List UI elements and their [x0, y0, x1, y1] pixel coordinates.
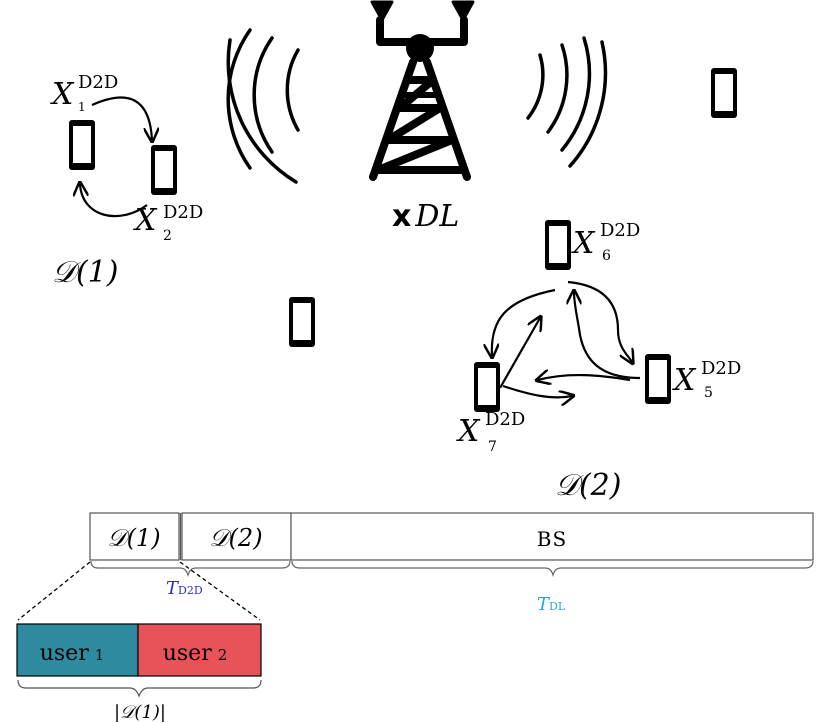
cluster-label-d1: 𝒟(1) — [52, 255, 118, 290]
label-x7: X D2D 7 — [456, 409, 525, 455]
phone-icon-x2 — [151, 145, 177, 195]
frame-slot-d2 — [181, 512, 292, 561]
frame-slot-d1-label: 𝒟(1) — [107, 524, 160, 552]
t-dl-label: TDL — [537, 594, 566, 615]
phone-icon-x6 — [545, 220, 571, 270]
phone-icon-x5 — [645, 354, 671, 404]
frame-slot-bs — [290, 512, 814, 561]
svg-text:D2D: D2D — [701, 358, 741, 379]
frame-slot-d1 — [89, 512, 180, 561]
svg-text:D2D: D2D — [78, 72, 118, 93]
svg-text:X: X — [50, 77, 75, 112]
frame-slot-bs-label: BS — [537, 527, 567, 551]
base-station-tower-icon — [369, 0, 475, 181]
t-d2d-label: TD2D — [166, 578, 203, 599]
subframe-slot-user2 — [137, 623, 262, 677]
frame-slot-d2-label: 𝒟(2) — [209, 524, 262, 552]
svg-text:X: X — [571, 226, 596, 261]
svg-text:7: 7 — [488, 439, 497, 455]
brace-t-d2d — [90, 560, 291, 578]
svg-text:6: 6 — [602, 248, 611, 264]
subframe-brace-label: |𝒟(1)| — [114, 702, 166, 723]
svg-text:D2D: D2D — [485, 409, 525, 430]
svg-text:5: 5 — [704, 385, 713, 401]
svg-text:X: X — [456, 414, 481, 449]
phone-icon-standalone-center — [289, 297, 315, 347]
phone-icon-standalone-top-right — [711, 68, 737, 118]
phone-icon-x7 — [474, 362, 500, 412]
signal-waves-left-icon — [226, 28, 300, 184]
svg-text:D2D: D2D — [600, 220, 640, 241]
label-x2: X D2D 2 — [133, 202, 203, 244]
d2d-link-arrows-cluster-2 — [492, 280, 641, 397]
svg-text:1: 1 — [78, 100, 86, 114]
frame-structure: 𝒟(1) 𝒟(2) BS TD2D TDL — [17, 512, 814, 621]
svg-text:X: X — [672, 363, 697, 398]
label-x6: X D2D 6 — [571, 220, 640, 264]
svg-text:2: 2 — [163, 228, 172, 244]
brace-t-dl — [291, 560, 814, 578]
svg-text:X: X — [133, 203, 158, 238]
d2d-link-arrows-cluster-1 — [80, 96, 152, 218]
label-x5: X D2D 5 — [672, 358, 741, 401]
svg-text:D2D: D2D — [163, 202, 203, 223]
brace-subframe — [17, 679, 262, 698]
signal-waves-right-icon — [526, 36, 608, 168]
label-x1: X D2D 1 — [50, 72, 118, 114]
cluster-label-d2: 𝒟(2) — [555, 468, 621, 503]
phone-icon-x1 — [69, 120, 95, 170]
